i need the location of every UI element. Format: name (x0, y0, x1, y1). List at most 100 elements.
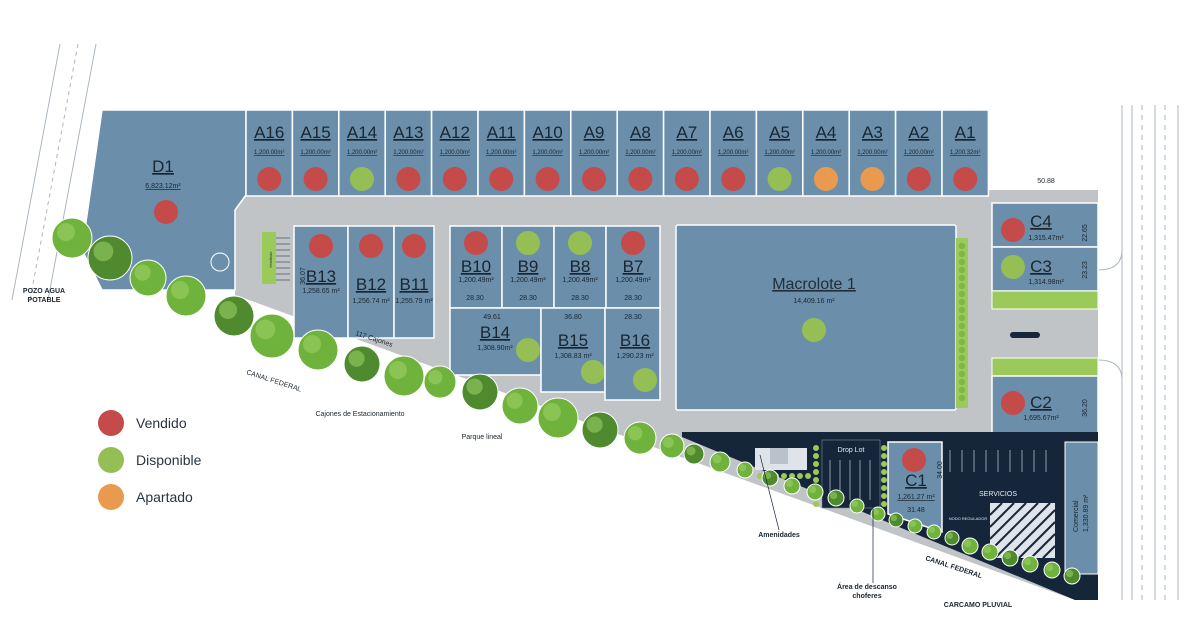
parking-strip: Vestíbulo (262, 232, 290, 284)
lot-A4[interactable]: A41,200.00m² (802, 109, 850, 197)
tree-highlight (984, 546, 992, 554)
tree-highlight (1046, 564, 1054, 572)
lot-A1[interactable]: A11,200.32m² (941, 109, 990, 197)
lot-status-dot (303, 167, 328, 191)
lot-status-dot (802, 318, 826, 342)
legend-label: Apartado (136, 488, 193, 505)
lot-C3[interactable]: C3 1,314.98m² (991, 246, 1099, 292)
lot-C4[interactable]: C4 1,315.47m² (991, 202, 1099, 248)
drop-lot-label: Drop Lot (838, 447, 865, 454)
pointer-amenidades (759, 454, 780, 531)
green-dots-column (958, 242, 966, 402)
lot-code: A10 (532, 123, 562, 142)
tree-icon (881, 493, 887, 499)
lot-A9[interactable]: A91,200.00m² (570, 109, 618, 197)
shrub-icon (958, 338, 966, 346)
tree-highlight (712, 454, 722, 464)
tree-highlight (466, 378, 483, 395)
tree-highlight (134, 264, 151, 281)
dim-4961: 49.61 (483, 314, 501, 321)
lot-status-dot (621, 231, 645, 255)
tree-highlight (890, 514, 898, 522)
dim-2323: 23.23 (1082, 261, 1089, 279)
amenidades-label: Amenidades (758, 532, 800, 539)
lot-A2[interactable]: A21,200.00m² (894, 109, 943, 197)
lot-area: 1,200.49m² (458, 277, 494, 284)
lot-status-dot (860, 167, 885, 191)
tree-highlight (389, 361, 407, 379)
lot-area: 1,200.00m² (440, 150, 470, 156)
green-strip (991, 357, 1099, 377)
lot-status-dot (464, 231, 488, 255)
shrub-icon (958, 290, 966, 298)
lot-status-dot (633, 368, 657, 392)
carcamo-label: CARCAMO PLUVIAL (944, 602, 1013, 609)
lot-macrolote-1[interactable]: Macrolote 1 14,409.16 m² (675, 224, 968, 411)
tree-icon (789, 473, 795, 479)
shrub-icon (958, 394, 966, 402)
legend-label: Vendido (136, 414, 187, 431)
lot-status-dot (489, 167, 514, 191)
shrub-icon (958, 306, 966, 314)
comercial-lot[interactable]: Comercial 1,330.89 m² (1064, 441, 1099, 575)
lot-B8[interactable]: B81,200.49m² (553, 225, 607, 309)
lot-A3[interactable]: A31,200.00m² (848, 109, 897, 197)
shrub-icon (958, 274, 966, 282)
lot-code: B11 (400, 275, 429, 294)
lot-A5[interactable]: A51,200.00m² (755, 109, 804, 197)
lot-area: 1,308.83 m² (554, 353, 592, 360)
servicios-label: SERVICIOS (979, 491, 1017, 498)
tree-highlight (964, 540, 972, 548)
lot-code: A7 (676, 123, 697, 142)
lot-status-dot (154, 200, 178, 224)
lot-code: B10 (461, 257, 491, 276)
lot-area: 1,256.74 m² (352, 298, 390, 305)
lot-area: 1,314.98m² (1028, 279, 1064, 286)
tree-highlight (1066, 570, 1074, 578)
dim-2830b: 28.30 (519, 295, 537, 302)
shrub-icon (958, 370, 966, 378)
lot-area: 1,200.00m² (904, 150, 934, 156)
tree-icon (881, 453, 887, 459)
lot-A6[interactable]: A61,200.00m² (709, 109, 758, 197)
lot-A8[interactable]: A81,200.00m² (616, 109, 665, 197)
lot-area: 1,695.67m² (1023, 415, 1059, 422)
turn-icon (210, 252, 230, 272)
tree-icon (813, 501, 819, 507)
tree-line (51, 217, 1081, 585)
comercial-area: 1,330.89 m² (1083, 494, 1090, 532)
tree-icon (813, 477, 819, 483)
lot-area: 1,200.00m² (625, 150, 655, 156)
dim-5088: 50.88 (1037, 178, 1055, 185)
legend-dot (98, 446, 124, 473)
lot-C1[interactable]: C1 1,261.27 m² (887, 441, 943, 534)
lot-B7[interactable]: B71,200.49m² (605, 225, 661, 309)
tree-highlight (909, 520, 917, 528)
tree-highlight (171, 281, 189, 299)
descanso-label-2: choferes (852, 593, 881, 600)
comercial-label: Comercial (1073, 500, 1080, 532)
tree-highlight (93, 241, 114, 262)
shrub-icon (958, 282, 966, 290)
tree-icon (781, 473, 787, 479)
tree-highlight (428, 370, 443, 385)
lot-A7[interactable]: A71,200.00m² (662, 109, 711, 197)
lot-area: 14,409.16 m² (793, 298, 835, 305)
lot-B9[interactable]: B91,200.49m² (501, 225, 555, 309)
